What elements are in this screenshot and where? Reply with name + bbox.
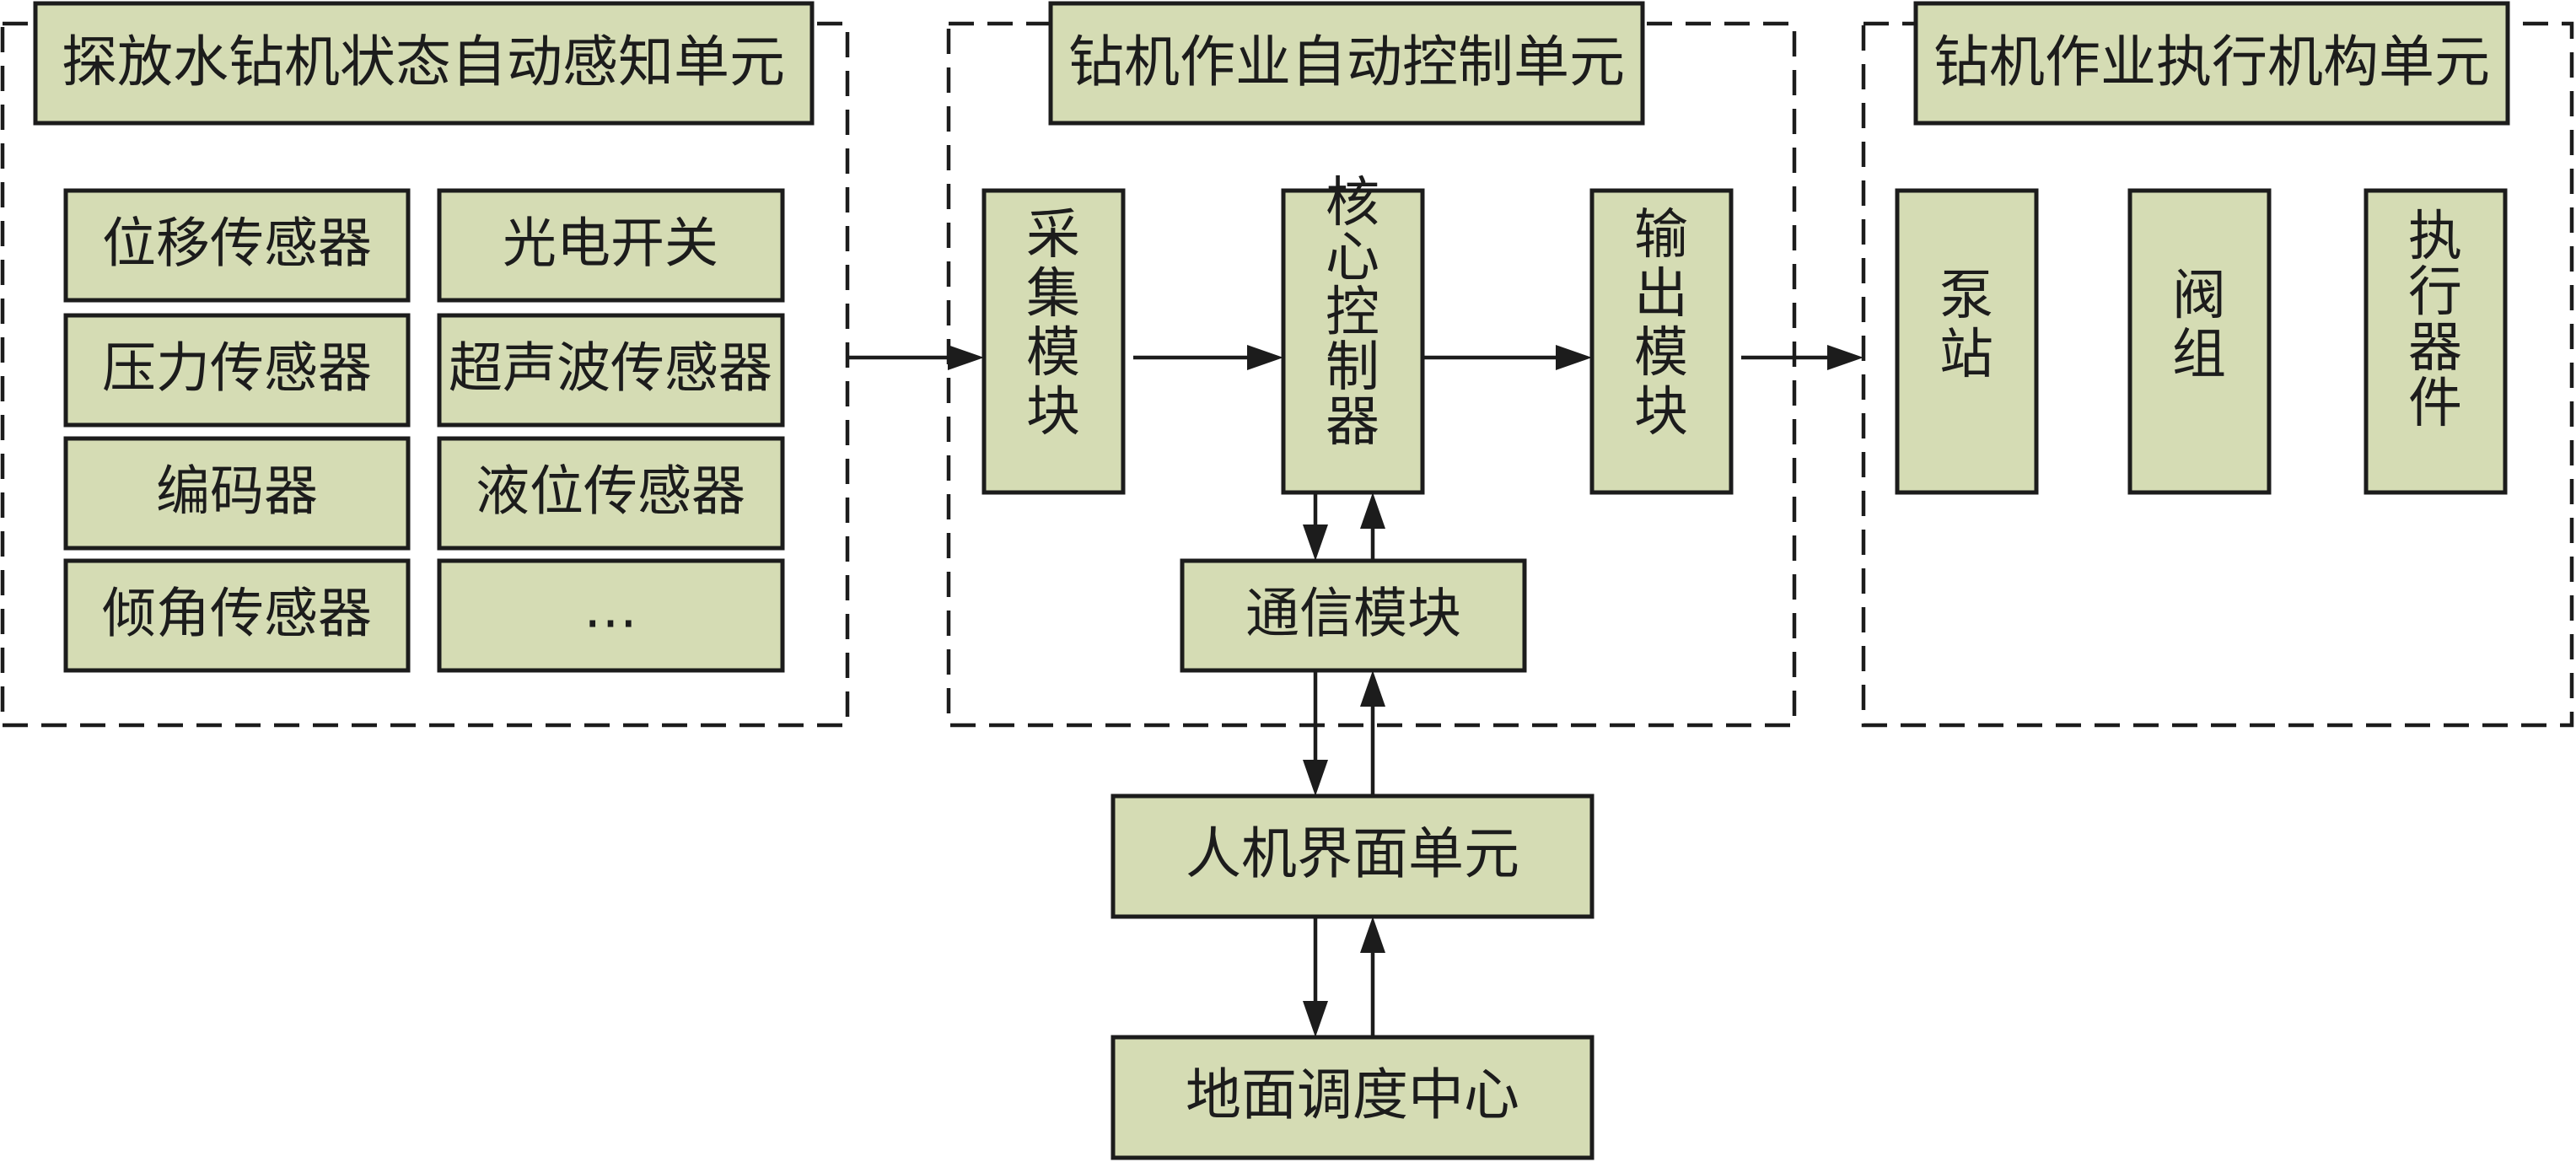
arrow-core-to-output: [1422, 345, 1592, 370]
dispatch-center-box: 地面调度中心: [1111, 1035, 1595, 1160]
arrow-acquisition-to-core: [1133, 345, 1283, 370]
sensing-unit-title-box: 探放水钻机状态自动感知单元: [33, 1, 815, 126]
sensor-label: 编码器: [156, 461, 318, 524]
execution-unit-title-box: 钻机作业执行机构单元: [1913, 1, 2510, 126]
vertical-label-char: 心: [1326, 227, 1379, 289]
valve-group-label: 阀组: [2172, 265, 2226, 386]
pump-station-label: 泵站: [1939, 265, 1993, 386]
vertical-label-char: 执: [2408, 206, 2462, 268]
arrow-hmi-to-dispatch: [1303, 917, 1328, 1037]
sensor-box: 倾角传感器: [63, 558, 411, 673]
vertical-label-char: 泵: [1939, 265, 1993, 327]
control-unit-title: 钻机作业自动控制单元: [1068, 30, 1625, 94]
output-module-box: 输出模块: [1589, 188, 1734, 495]
sensor-label: 超声波传感器: [449, 338, 772, 401]
sensor-label: 液位传感器: [476, 461, 745, 524]
sensor-label: 光电开关: [503, 213, 718, 276]
vertical-label-char: 制: [1326, 336, 1379, 399]
sensor-box: 位移传感器: [63, 188, 411, 303]
hmi-unit-box: 人机界面单元: [1111, 793, 1595, 919]
communication-module-label: 通信模块: [1245, 584, 1461, 646]
dispatch-center-label: 地面调度中心: [1186, 1062, 1519, 1127]
arrow-output-to-execution: [1741, 345, 1863, 370]
sensor-box: 压力传感器: [63, 313, 411, 428]
sensor-label: 倾角传感器: [102, 584, 372, 646]
vertical-label-char: 站: [1939, 324, 1993, 386]
sensor-box: 编码器: [63, 436, 411, 551]
vertical-label-char: 模: [1026, 322, 1080, 385]
arrow-dispatch-to-hmi: [1360, 917, 1385, 1037]
arrow-core-to-communication: [1303, 492, 1328, 561]
sensor-box: …: [437, 558, 785, 673]
vertical-label-char: 出: [1634, 263, 1688, 325]
acquisition-module-box: 采集模块: [981, 188, 1126, 495]
arrow-communication-to-hmi: [1303, 670, 1328, 796]
vertical-label-char: 模: [1634, 322, 1688, 385]
vertical-label-char: 器: [2408, 317, 2462, 379]
vertical-label-char: 块: [1026, 381, 1080, 444]
arrow-communication-to-core: [1360, 492, 1385, 561]
output-module-label: 输出模块: [1634, 204, 1688, 444]
vertical-label-char: 行: [2408, 261, 2462, 324]
execution-unit-title: 钻机作业执行机构单元: [1933, 30, 2490, 94]
control-unit-title-box: 钻机作业自动控制单元: [1048, 1, 1645, 126]
sensor-label: …: [583, 578, 637, 641]
vertical-label-char: 集: [1026, 263, 1080, 325]
core-controller-box: 核心控制器: [1281, 172, 1425, 495]
vertical-label-char: 组: [2172, 324, 2226, 386]
vertical-label-char: 块: [1634, 381, 1688, 444]
sensor-box: 液位传感器: [437, 436, 785, 551]
sensor-box: 光电开关: [437, 188, 785, 303]
actuator-label: 执行器件: [2408, 206, 2462, 435]
vertical-label-char: 输: [1634, 204, 1688, 266]
sensor-box: 超声波传感器: [437, 313, 785, 428]
vertical-label-char: 核: [1326, 172, 1379, 234]
sensing-unit-title: 探放水钻机状态自动感知单元: [62, 30, 785, 94]
hmi-unit-label: 人机界面单元: [1186, 821, 1519, 886]
vertical-label-char: 阀: [2172, 265, 2226, 327]
sensor-label: 位移传感器: [102, 213, 372, 276]
actuator-box: 执行器件: [2364, 188, 2508, 495]
core-controller-label: 核心控制器: [1326, 172, 1379, 454]
vertical-label-char: 件: [2408, 373, 2462, 435]
pump-station-box: 泵站: [1895, 188, 2039, 495]
vertical-label-char: 控: [1326, 282, 1379, 344]
arrow-sensing-to-acquisition: [847, 345, 984, 370]
valve-group-box: 阀组: [2127, 188, 2272, 495]
arrow-hmi-to-communication: [1360, 670, 1385, 796]
sensor-label: 压力传感器: [102, 338, 372, 401]
acquisition-module-label: 采集模块: [1026, 204, 1080, 444]
vertical-label-char: 采: [1026, 204, 1080, 266]
communication-module-box: 通信模块: [1180, 558, 1527, 673]
vertical-label-char: 器: [1326, 391, 1379, 454]
